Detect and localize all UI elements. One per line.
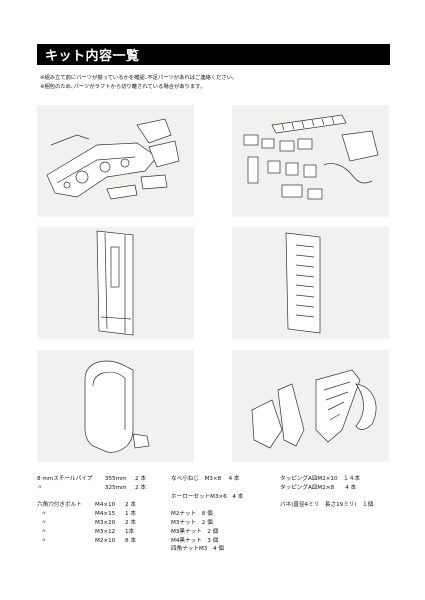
part-size: 355mm [105,476,127,482]
part-qty: 1本 [125,528,135,535]
part-qty: 2 本 [125,519,136,526]
part-name: 〃 [37,484,43,491]
part-name: 〃 [41,528,47,535]
part-size: M3×20 [95,519,116,526]
part-line: M3黒ナット 2 個 [171,528,219,535]
part-qty: 2 本 [135,476,146,482]
parts-photo-frame [37,105,194,217]
part-line: 四角ナットM3 4 個 [171,546,224,553]
part-line: ホーローセットM3×6 4 本 [171,493,244,500]
part-size: 325mm [105,484,127,491]
part-name: 8 mmスチールパイプ [37,476,93,482]
part-line: M3ナット 2 個 [171,519,213,526]
part-line: なべ小ねじ M3×8 4 本 [171,476,240,482]
part-line: タッピングA皿M2×10 １４本 [280,476,360,482]
part-name: 〃 [41,519,47,526]
part-line: バネ(直径4ミリ 長さ19ミリ) １個 [280,502,374,509]
section-title: キット内容一覧 [45,49,140,64]
part-line: M2ナット 8 個 [171,511,213,518]
part-name: 〃 [41,511,47,518]
part-line: タッピングA皿M2×8 4 本 [280,484,357,491]
part-name: 〃 [41,537,47,544]
part-qty: 2 本 [125,502,136,509]
part-size: M4×10 [95,502,116,509]
note-line: ※組み立て前にパーツが揃っているかを確認､不足パーツがあればご連絡ください｡ [40,75,235,81]
parts-photo-handguard [232,227,389,339]
parts-photo-small-parts [232,105,389,217]
part-size: M3×12 [95,528,116,535]
part-qty: 1 本 [125,511,136,518]
parts-photo-stock [37,350,194,462]
part-qty: 2 本 [135,484,146,491]
note-line: ※梱包のため､パーツがラフトから切り離されている場合があります｡ [40,84,204,90]
notes: ※組み立て前にパーツが揃っているかを確認､不足パーツがあればご連絡ください｡ ※… [40,74,235,92]
section-header: キット内容一覧 [37,44,390,65]
parts-photo-receiver [37,227,194,339]
parts-photo-grip [232,350,389,462]
part-size: M2×10 [95,537,116,544]
part-name: 六角穴付きボルト [37,502,82,509]
part-size: M4×15 [95,511,116,518]
part-qty: 8 本 [125,537,136,544]
part-line: M4黒ナット 3 個 [171,537,219,544]
